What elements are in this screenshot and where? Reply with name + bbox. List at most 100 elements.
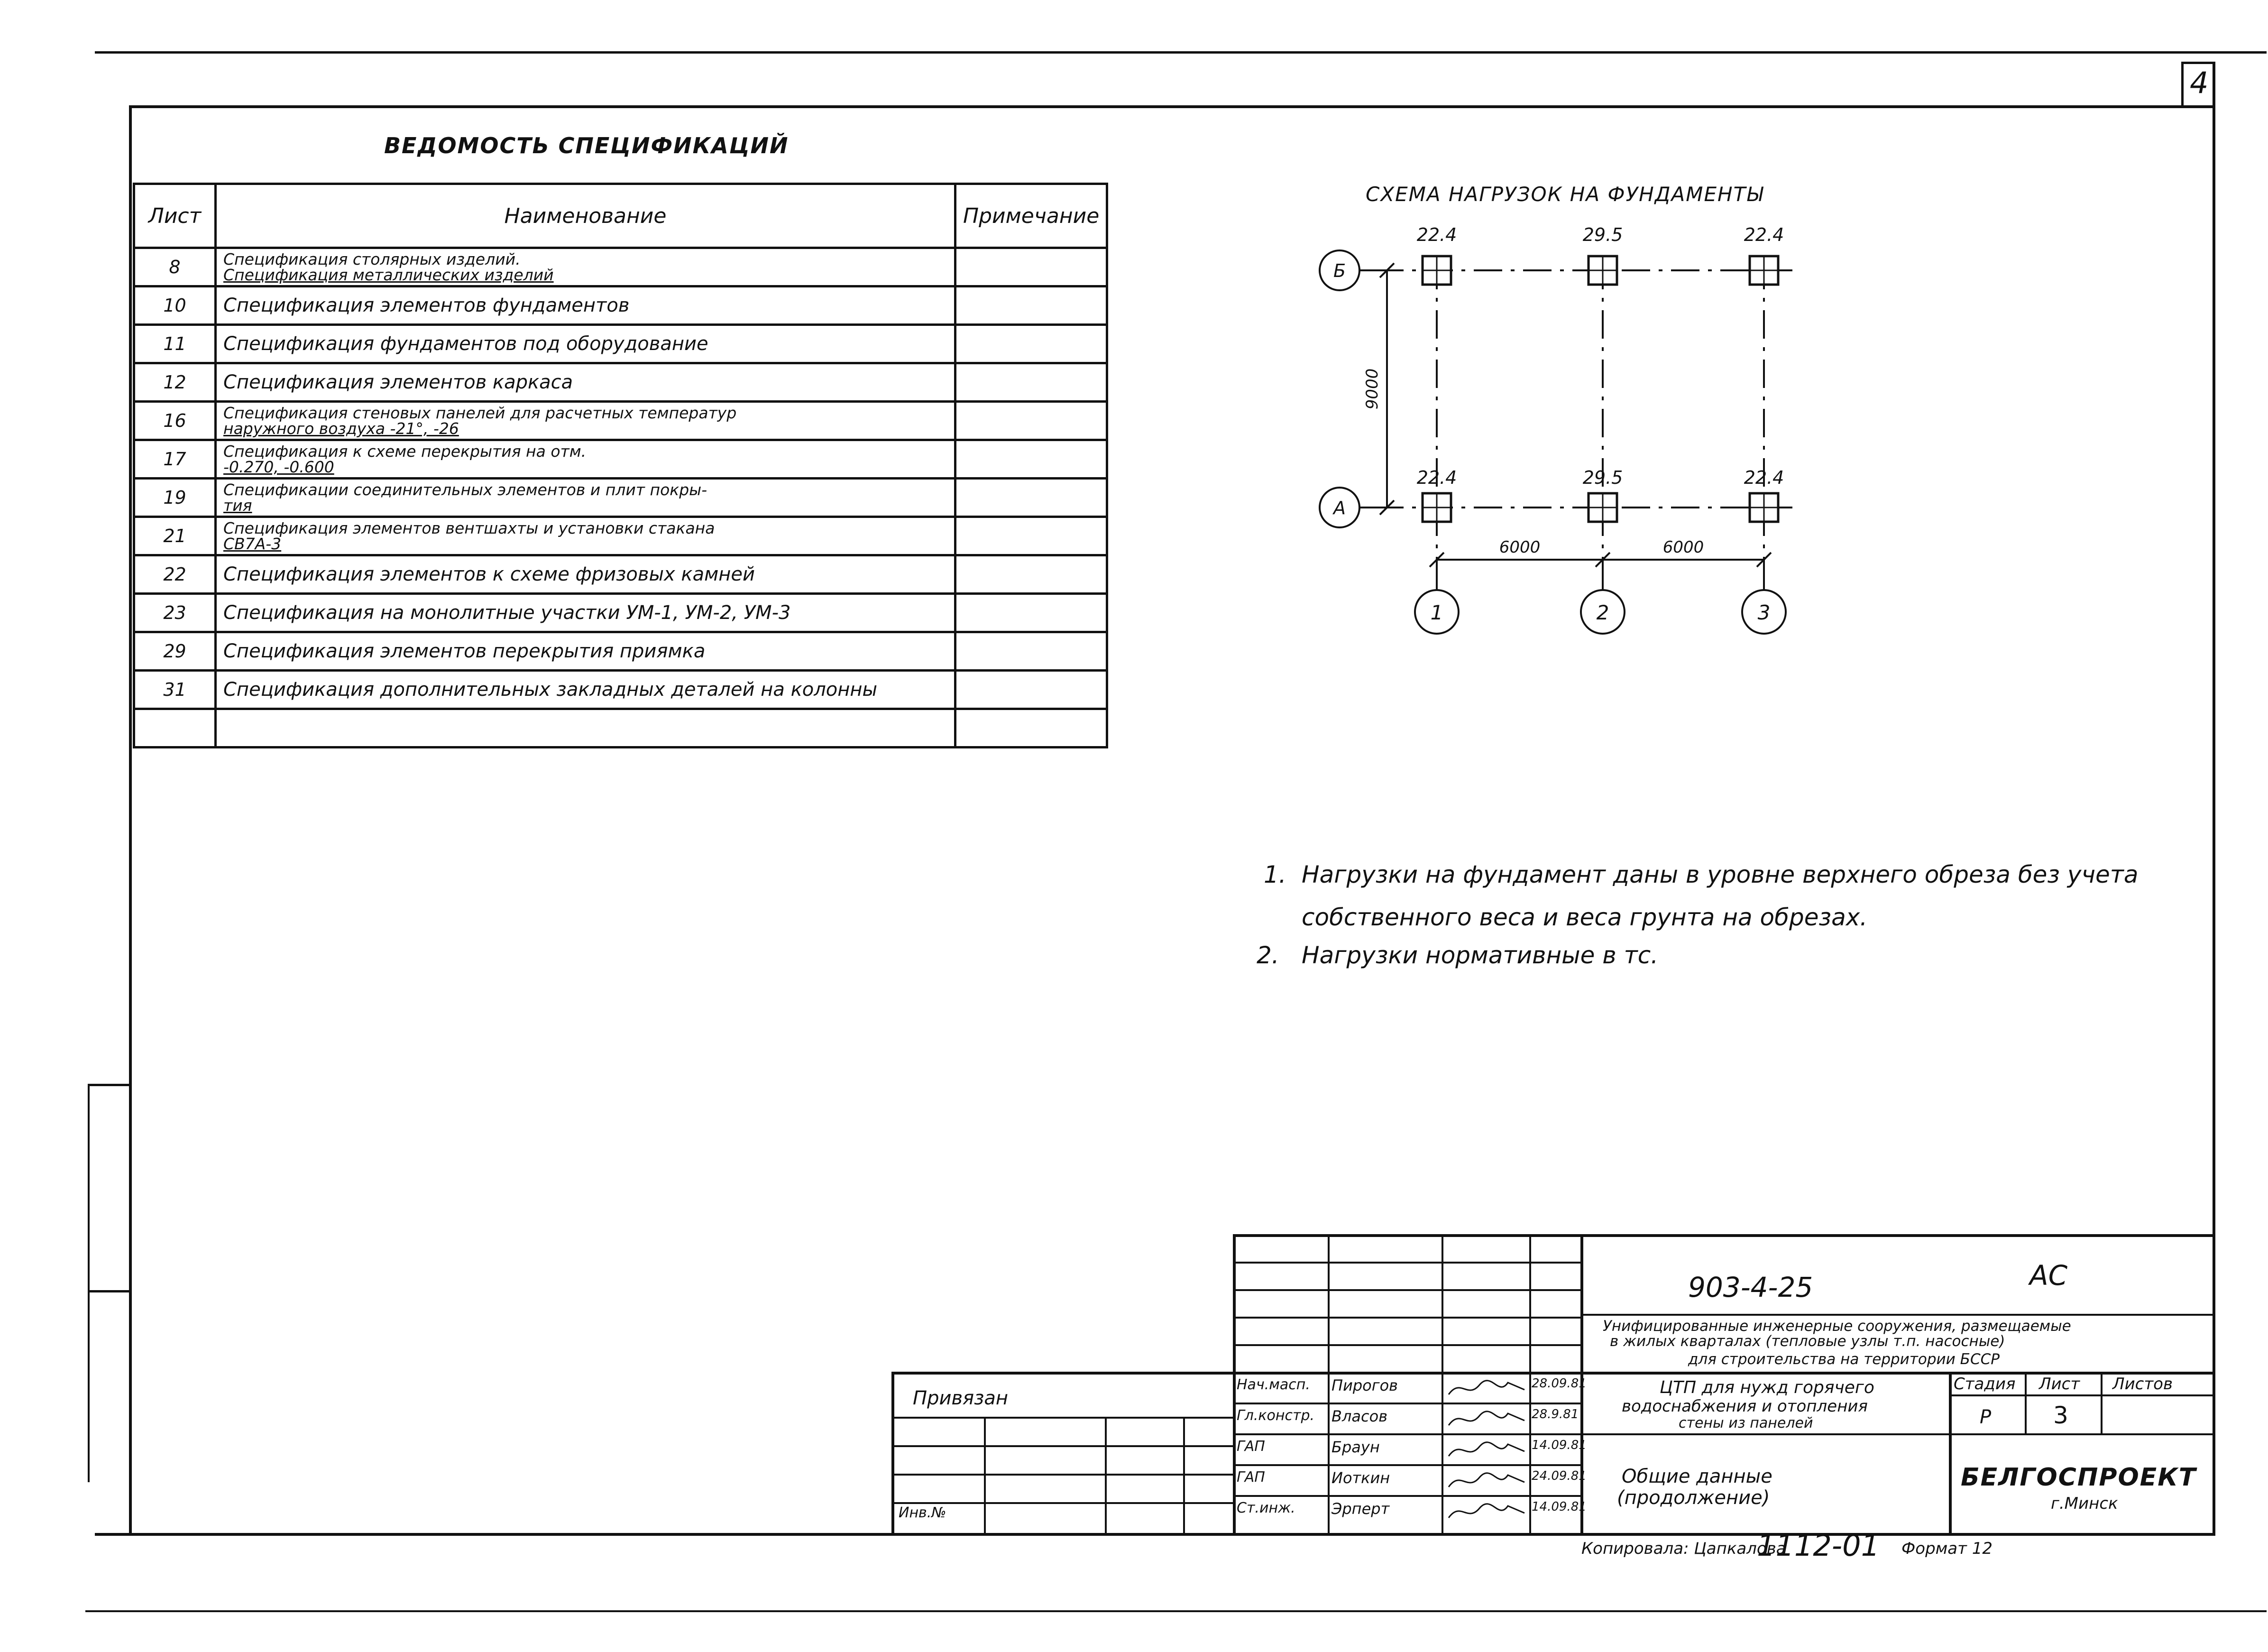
note-1-number: 1. [1264,861,1286,888]
spec-row-name-line-2: тия [223,496,252,515]
load-bottom-1: 22.4 [1417,467,1457,488]
signer-name: Пирогов [1331,1376,1398,1394]
spec-row-name-line-1: Спецификация элементов фундаментов [223,295,630,316]
doc-code: 903-4-25 [1688,1271,1813,1303]
spec-row-name-line-1: Спецификация на монолитные участки УМ-1,… [223,602,791,624]
dim-span-1: 6000 [1499,538,1541,557]
spec-row-sheet: 31 [133,669,217,710]
spec-row [133,708,1108,748]
header-sheet: Лист [133,183,217,249]
spec-row-name-line-1: Спецификация элементов вентшахты и устан… [223,519,715,537]
signer-name: Браун [1331,1438,1380,1456]
axis-label-a: А [1332,498,1346,518]
spec-row-name: Спецификация на монолитные участки УМ-1,… [214,592,956,633]
dim-vertical: 9000 [1363,369,1382,410]
load-top-2: 29.5 [1583,224,1623,245]
signer-date: 14.09.81 [1532,1438,1587,1452]
spec-row-name: Спецификация элементов к схеме фризовых … [214,554,956,595]
spec-row: 31 Спецификация дополнительных закладных … [133,669,1108,710]
spec-row-name-line-1: Спецификация столярных изделий. [223,250,521,268]
load-bottom-2: 29.5 [1583,467,1623,488]
binding-strip-2 [88,1290,130,1292]
spec-header-row: Лист Наименование Примечание [133,183,1108,249]
spec-row-name: Спецификация стеновых панелей для расчет… [214,400,956,441]
page-number: 4 [2190,65,2209,100]
spec-row-name: Спецификации соединительных элементов и … [214,477,956,518]
spec-row-sheet: 23 [133,592,217,633]
bottom-trim-line [85,1610,2267,1612]
signer-date: 28.09.81 [1532,1376,1587,1391]
spec-row-name-line-2: наружного воздуха -21°, -26 [223,419,459,438]
stage-value: Р [1980,1406,1992,1428]
signature-mark [1448,1411,1525,1426]
signature-mark [1448,1472,1525,1487]
spec-row-sheet: 22 [133,554,217,595]
copied-number: 1112-01 [1757,1528,1880,1563]
stage-label: Стадия [1954,1375,2016,1394]
spec-row-sheet: 11 [133,323,217,364]
format-label: Формат 12 [1901,1539,1993,1558]
header-note: Примечание [954,183,1108,249]
signer-role: ГАП [1237,1438,1265,1455]
signature-mark [1448,1503,1525,1518]
axis-label-b: Б [1333,260,1346,281]
spec-row-note [954,477,1108,518]
sheet-title-line-1: Общие данные [1622,1466,1772,1487]
spec-row-name-line-1: Спецификация фундаментов под оборудовани… [223,333,708,355]
binding-strip-3 [88,1084,90,1482]
spec-row-name-line-1: Спецификация элементов перекрытия приямк… [223,640,706,662]
frame-top [129,105,2215,108]
spec-row-note [954,285,1108,326]
spec-row: 11 Спецификация фундаментов под оборудова… [133,323,1108,364]
spec-row-name [214,708,956,748]
spec-row-note [954,439,1108,480]
spec-row-sheet: 19 [133,477,217,518]
load-top-1: 22.4 [1417,224,1457,245]
signer-name: Власов [1331,1407,1388,1425]
spec-row-name: Спецификация элементов каркаса [214,362,956,403]
spec-row-name-line-1: Спецификации соединительных элементов и … [223,480,707,499]
spec-row-note [954,247,1108,287]
note-2-text: Нагрузки нормативные в тс. [1302,941,1659,969]
spec-row-name: Спецификация к схеме перекрытия на отм.-… [214,439,956,480]
signer-date: 28.9.81 [1532,1407,1579,1421]
load-scheme-drawing: 22.4 29.5 22.4 22.4 29.5 22.4 Б А 1 2 3 … [1319,224,1792,635]
page-number-box-left [2181,62,2184,107]
spec-title: ВЕДОМОСТЬ СПЕЦИФИКАЦИЙ [384,133,789,158]
signer-role: Гл.констр. [1237,1407,1315,1424]
spec-row-name-line-1: Спецификация дополнительных закладных де… [223,679,878,701]
spec-row-note [954,554,1108,595]
signature-mark [1448,1441,1525,1457]
bound-label: Привязан [913,1387,1009,1409]
spec-row-name: Спецификация дополнительных закладных де… [214,669,956,710]
spec-row-note [954,631,1108,672]
spec-row: 19 Спецификации соединительных элементов … [133,477,1108,518]
note-1-text: Нагрузки на фундамент даны в уровне верх… [1302,861,2139,888]
object-line-1: ЦТП для нужд горячего [1660,1378,1874,1397]
spec-row-name: Спецификация элементов фундаментов [214,285,956,326]
frame-bottom [95,1533,2215,1536]
organization-name: БЕЛГОСПРОЕКТ [1961,1463,2197,1492]
signer-role: ГАП [1237,1469,1265,1486]
spec-row-note [954,669,1108,710]
spec-row-name-line-1: Спецификация к схеме перекрытия на отм. [223,442,587,461]
spec-row-note [954,516,1108,556]
axis-label-1: 1 [1431,601,1443,624]
project-line-1: Унифицированные инженерные сооружения, р… [1603,1318,2071,1335]
object-line-2: водоснабжения и отопления [1622,1397,1868,1416]
sheet-label: Лист [2039,1375,2080,1394]
top-trim-line [95,51,2267,54]
organization-city: г.Минск [2051,1494,2118,1513]
spec-row-name-line-1: Спецификация стеновых панелей для расчет… [223,404,737,422]
dim-span-2: 6000 [1663,538,1704,557]
load-top-3: 22.4 [1744,224,1784,245]
signer-name: Эрперт [1331,1500,1390,1518]
page-number-box-top [2181,62,2215,64]
signer-role: Ст.инж. [1237,1500,1295,1516]
spec-row-sheet: 10 [133,285,217,326]
project-line-2: в жилых кварталах (тепловые узлы т.п. на… [1610,1333,2005,1350]
